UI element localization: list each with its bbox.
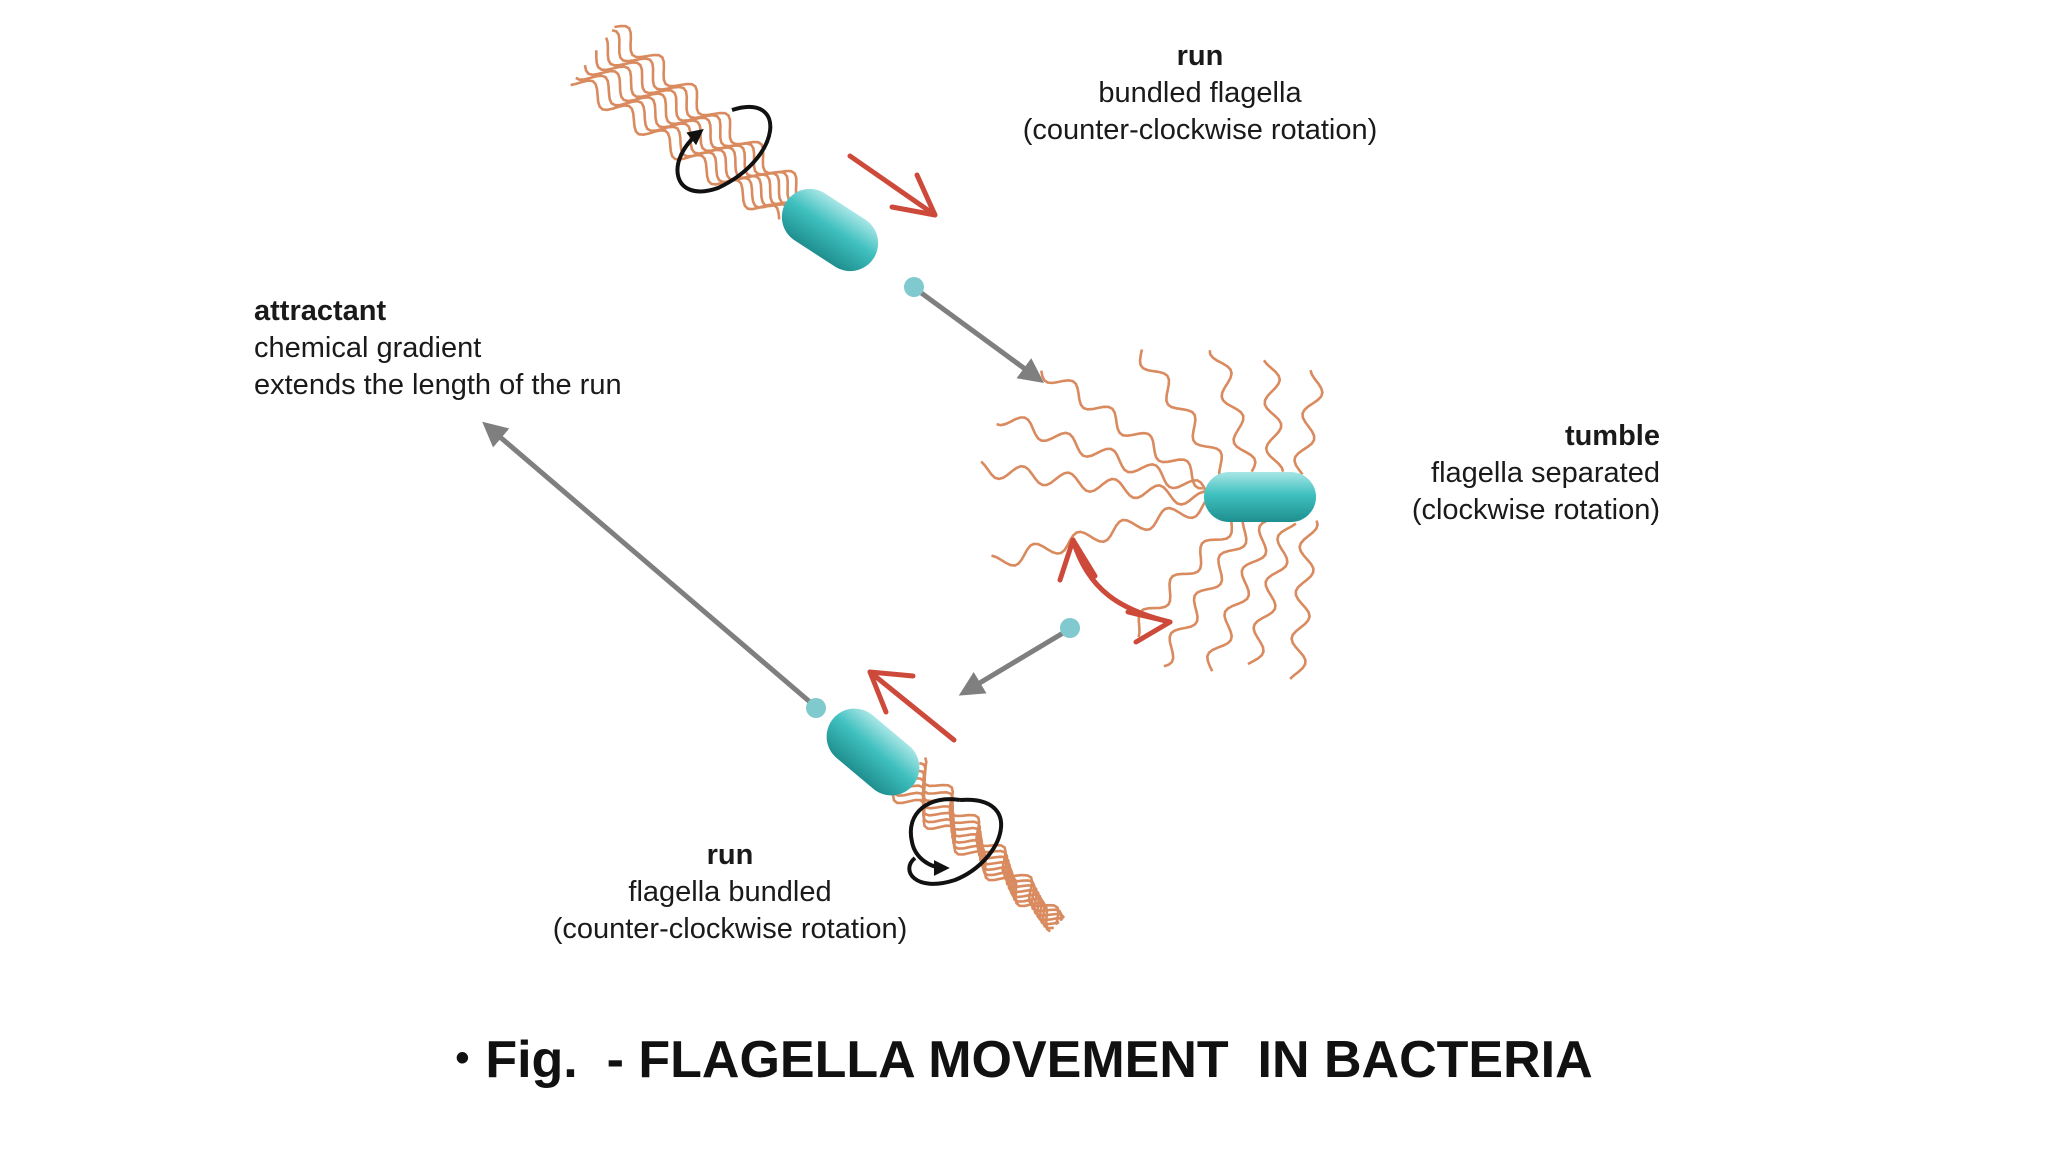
motion-arrow-bottom [867, 669, 957, 743]
rotation-arrow-top [675, 105, 773, 194]
flagellum-top-3 [583, 64, 792, 208]
motion-arrows [847, 153, 1173, 743]
caption-text: Fig. - FLAGELLA MOVEMENT IN BACTERIA [485, 1031, 1593, 1089]
flagellum-tumble-upper-4 [1293, 369, 1324, 476]
bacterium-run-top [570, 24, 879, 272]
cell-body-tumble [1204, 472, 1316, 522]
label-tumble: tumble flagella separated (clockwise rot… [1300, 418, 1660, 529]
label-run-top-line2: (counter-clockwise rotation) [1022, 114, 1378, 146]
label-run-bottom-line1: flagella bundled [628, 876, 832, 908]
dot-tumble [1060, 618, 1080, 638]
label-attractant: attractant chemical gradient extends the… [254, 293, 622, 404]
dot-bottom [806, 698, 826, 718]
flagellum-top-2 [575, 74, 789, 210]
flagellum-top-6 [611, 28, 793, 204]
figure-caption: • Fig. - FLAGELLA MOVEMENT IN BACTERIA [0, 1030, 2048, 1090]
flagellum-tumble-upper-3 [1262, 359, 1285, 473]
rotation-arrow-bottom [907, 797, 1004, 886]
label-tumble-line1: flagella separated [1431, 457, 1660, 489]
flagella-bundle-top [570, 24, 798, 220]
path-arrow-tumble-to-run [958, 627, 1070, 696]
path-arrow-run-to-tumble [918, 289, 1045, 383]
label-attractant-line1: chemical gradient [254, 332, 482, 364]
flagellum-bottom-6 [918, 761, 1063, 921]
flagellum-tumble-lower-2 [1247, 522, 1297, 666]
dot-top [904, 277, 924, 297]
flagellum-tumble-lower-4 [1163, 517, 1248, 668]
label-run-top: run bundled flagella (counter-clockwise … [990, 38, 1410, 149]
path-arrow-run-toward-attractant [482, 421, 812, 704]
label-run-top-title: run [1176, 40, 1224, 72]
flagellum-tumble-lower-5 [1137, 521, 1234, 638]
cell-body-bottom [826, 708, 920, 796]
label-run-bottom: run flagella bundled (counter-clockwise … [520, 837, 940, 948]
bacterium-run-bottom [826, 708, 1066, 933]
flagellum-top-4 [595, 50, 793, 207]
flagellum-tumble-upper-2 [1208, 350, 1257, 473]
position-dots [806, 277, 1080, 718]
tumble-curved-arrow [1057, 537, 1173, 645]
label-attractant-title: attractant [254, 295, 387, 327]
label-run-bottom-line2: (counter-clockwise rotation) [552, 913, 908, 945]
flagellum-bottom-7 [922, 757, 1060, 926]
flagellum-tumble-left-1 [996, 416, 1208, 493]
flagellum-tumble-left-3 [991, 501, 1207, 567]
rotation-arrow-bottom-tail [908, 797, 961, 876]
bacterium-tumble [980, 349, 1324, 680]
caption-bullet: • [455, 1036, 470, 1080]
cell-body-top [781, 188, 879, 272]
label-run-bottom-title: run [706, 839, 754, 871]
flagellum-top-1 [570, 79, 781, 220]
flagellum-tumble-left-4 [1040, 370, 1203, 490]
flagellum-tumble-lower-3 [1205, 519, 1268, 672]
flagella-separated [980, 349, 1324, 680]
path-arrows [482, 289, 1070, 704]
label-tumble-line2: (clockwise rotation) [1411, 494, 1660, 526]
label-attractant-line2: extends the length of the run [254, 369, 622, 401]
flagellum-tumble-upper-1 [1138, 349, 1224, 477]
label-run-top-line1: bundled flagella [1098, 77, 1302, 109]
flagellum-top-7 [614, 24, 798, 196]
flagellum-tumble-lower-1 [1289, 520, 1319, 680]
label-tumble-title: tumble [1564, 420, 1660, 452]
flagellum-tumble-left-2 [980, 460, 1208, 506]
motion-arrow-top [847, 153, 938, 218]
